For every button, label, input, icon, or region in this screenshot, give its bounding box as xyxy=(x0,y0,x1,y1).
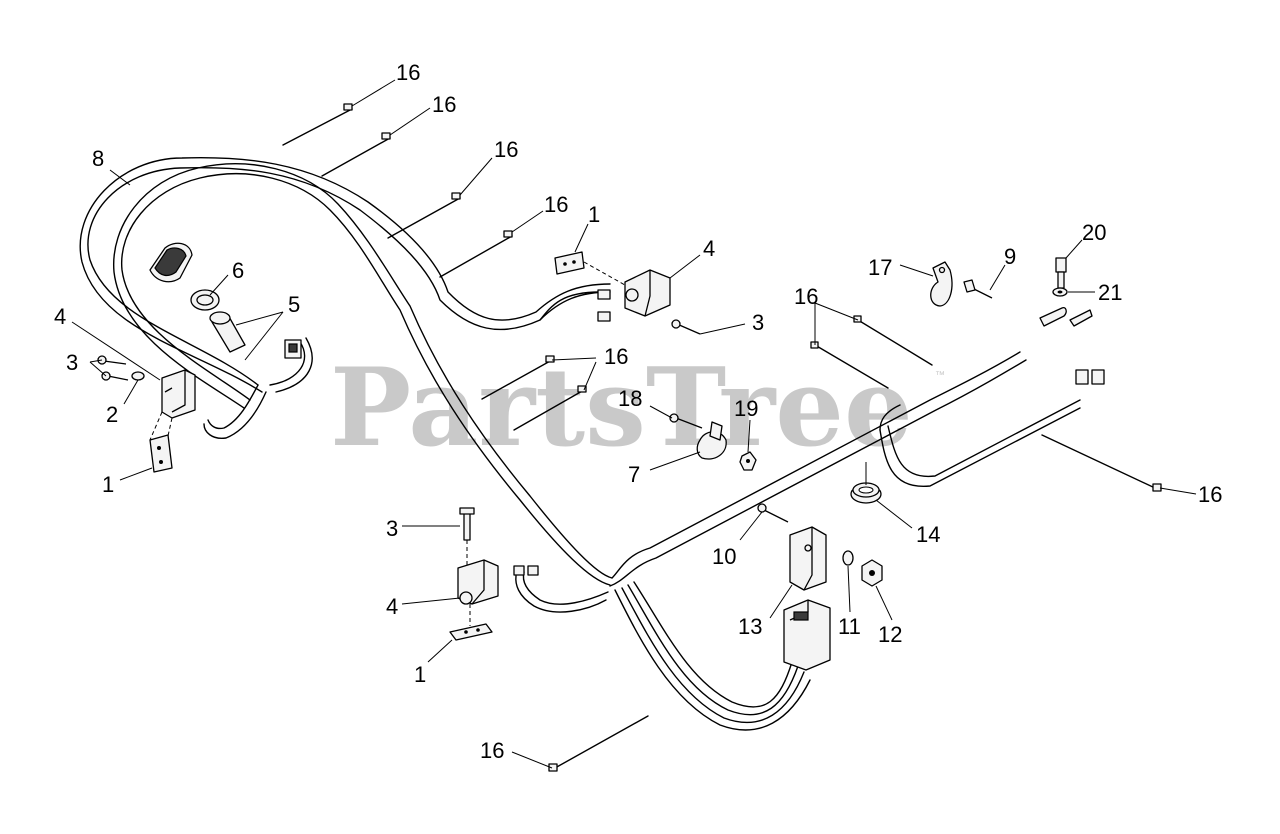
connector-plug-lower xyxy=(783,599,831,671)
washer-part-2 xyxy=(131,371,145,381)
nut-part-12 xyxy=(861,559,883,587)
callout-21: 21 xyxy=(1098,280,1122,305)
callout-16-c: 16 xyxy=(494,137,518,162)
screw-part-3-top xyxy=(671,319,701,335)
callout-10: 10 xyxy=(712,544,736,569)
callout-18: 18 xyxy=(618,386,642,411)
plug-connector-part-5 xyxy=(209,311,246,353)
callout-7: 7 xyxy=(628,462,640,487)
ring-terminals xyxy=(1039,306,1093,327)
callout-16-h: 16 xyxy=(480,738,504,763)
callout-13: 13 xyxy=(738,614,762,639)
callout-3-top: 3 xyxy=(752,310,764,335)
callout-3-lower: 3 xyxy=(386,516,398,541)
callout-17: 17 xyxy=(868,255,892,280)
callout-5: 5 xyxy=(288,292,300,317)
callout-4-lower: 4 xyxy=(386,594,398,619)
screw-part-3-lower xyxy=(459,507,475,541)
washer-part-11 xyxy=(842,550,854,566)
callout-11: 11 xyxy=(838,614,861,639)
washer-part-21 xyxy=(1052,287,1068,297)
callout-6: 6 xyxy=(232,258,244,283)
screw-part-18 xyxy=(669,413,703,429)
bolt-part-20 xyxy=(1055,257,1067,289)
grommet-part-6 xyxy=(190,289,220,311)
main-wiring-harness xyxy=(79,156,1081,731)
leader-lines xyxy=(71,79,1197,769)
connector-tabs-top xyxy=(597,289,611,322)
callout-4-left: 4 xyxy=(54,304,66,329)
callout-16-f: 16 xyxy=(604,344,628,369)
callout-16-e: 16 xyxy=(794,284,818,309)
bracket-part-1-top xyxy=(554,251,585,275)
callout-1-left: 1 xyxy=(102,472,114,497)
bracket-part-1-left xyxy=(149,434,173,473)
callout-1-lower: 1 xyxy=(414,662,426,687)
callout-3-left: 3 xyxy=(66,350,78,375)
plunger-switch-part-4-lower xyxy=(457,559,499,605)
relay-part-13 xyxy=(789,526,827,591)
callout-16-d: 16 xyxy=(544,192,568,217)
screws-part-3-left xyxy=(97,355,129,381)
grommet-part-14 xyxy=(850,482,882,504)
callout-8: 8 xyxy=(92,146,104,171)
callout-1-top: 1 xyxy=(588,202,600,227)
callout-4-top: 4 xyxy=(703,236,715,261)
connector-tabs-lower xyxy=(513,565,539,576)
clamp-part-7 xyxy=(696,421,727,460)
callout-19: 19 xyxy=(734,396,758,421)
callout-20: 20 xyxy=(1082,220,1106,245)
connector-part-5-plug xyxy=(284,339,302,359)
callout-14: 14 xyxy=(916,522,940,547)
connectors-right-branch xyxy=(1075,369,1105,385)
callout-16-a: 16 xyxy=(396,60,420,85)
callout-16-g: 16 xyxy=(1198,482,1222,507)
screw-part-10 xyxy=(757,503,789,523)
callout-16-b: 16 xyxy=(432,92,456,117)
callout-2: 2 xyxy=(106,402,118,427)
cable-ties xyxy=(282,103,1162,772)
trademark-symbol: ™ xyxy=(935,370,945,381)
safety-switch-left xyxy=(161,369,196,419)
screw-part-9 xyxy=(963,279,993,299)
clamp-part-17 xyxy=(930,261,953,307)
nut-part-19 xyxy=(739,451,757,471)
callout-9: 9 xyxy=(1004,244,1016,269)
plunger-switch-part-4-top xyxy=(624,269,671,317)
callout-12: 12 xyxy=(878,622,902,647)
ignition-switch xyxy=(149,242,193,283)
bracket-part-1-lower xyxy=(449,623,493,641)
